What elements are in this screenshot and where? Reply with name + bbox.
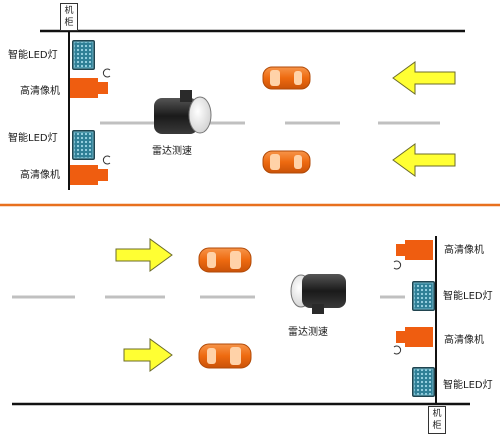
upper-camera-2-icon bbox=[70, 155, 111, 185]
lower-cabinet-label: 机柜 bbox=[432, 409, 442, 431]
upper-led-light-2-icon bbox=[72, 130, 95, 160]
upper-direction-arrow-2-icon bbox=[392, 143, 456, 177]
lower-car-2-icon bbox=[198, 343, 252, 369]
lower-direction-arrow-2-icon bbox=[123, 338, 173, 372]
lower-camera-1-icon bbox=[393, 240, 433, 270]
lower-led-light-1-icon bbox=[412, 281, 435, 311]
lower-led-label-1: 智能LED灯 bbox=[443, 291, 493, 302]
upper-camera-label-1: 高清像机 bbox=[20, 86, 60, 97]
upper-cabinet-icon: 机柜 bbox=[60, 3, 78, 31]
upper-camera-label-2: 高清像机 bbox=[20, 170, 60, 181]
upper-cabinet-label: 机柜 bbox=[64, 6, 74, 28]
lower-cabinet-icon: 机柜 bbox=[428, 406, 446, 434]
upper-led-label-2: 智能LED灯 bbox=[8, 133, 58, 144]
lower-radar-label: 雷达测速 bbox=[288, 327, 328, 338]
upper-radar-icon bbox=[154, 90, 212, 134]
lower-direction-arrow-1-icon bbox=[115, 238, 173, 272]
upper-direction-arrow-1-icon bbox=[392, 61, 456, 95]
lower-camera-2-icon bbox=[393, 327, 433, 355]
upper-radar-label: 雷达测速 bbox=[152, 146, 192, 157]
upper-led-label-1: 智能LED灯 bbox=[8, 50, 58, 61]
upper-camera-1-icon bbox=[70, 68, 111, 98]
upper-led-light-1-icon bbox=[72, 40, 95, 70]
lower-led-light-2-icon bbox=[412, 367, 435, 397]
upper-car-1-icon bbox=[262, 66, 311, 90]
upper-car-2-icon bbox=[262, 150, 311, 174]
lower-radar-icon bbox=[290, 274, 346, 314]
lower-camera-label-1: 高清像机 bbox=[444, 245, 484, 256]
lower-led-label-2: 智能LED灯 bbox=[443, 380, 493, 391]
lower-car-1-icon bbox=[198, 247, 252, 273]
lower-camera-label-2: 高清像机 bbox=[444, 335, 484, 346]
